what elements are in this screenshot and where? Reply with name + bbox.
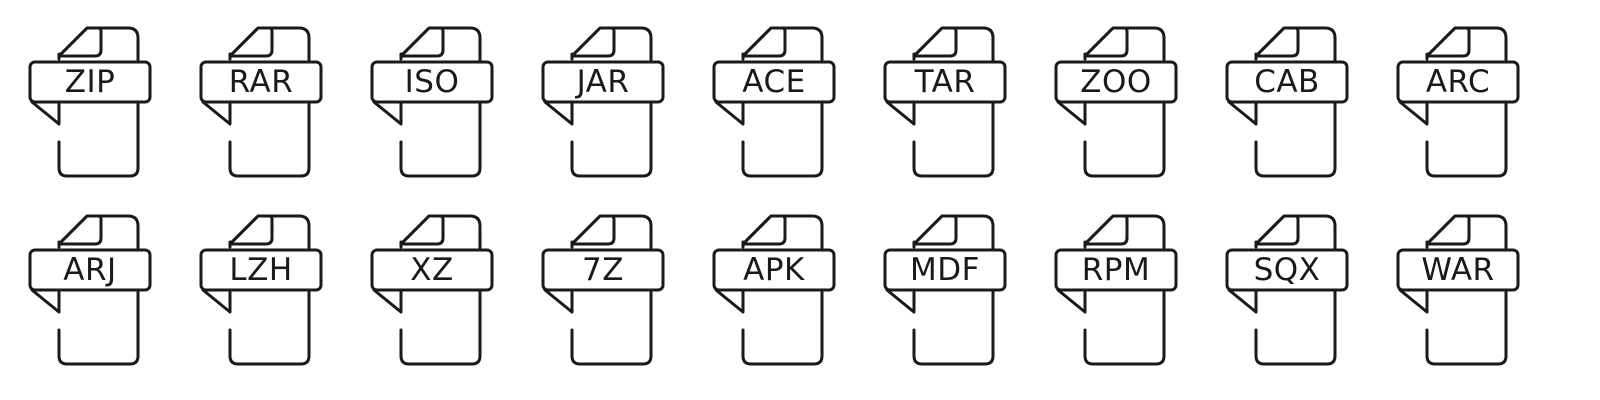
- file-tile-cab: CAB: [1197, 0, 1362, 178]
- file-ace-icon: [712, 26, 836, 178]
- file-arc-icon: [1396, 26, 1520, 178]
- file-tile-zip: ZIP: [0, 0, 165, 178]
- file-mdf-icon: [883, 214, 1007, 366]
- file-type-label: 7Z: [582, 252, 624, 288]
- file-lzh-icon: [199, 214, 323, 366]
- file-type-label: WAR: [1421, 252, 1495, 288]
- file-sqx-icon: [1225, 214, 1349, 366]
- file-tile-rar: RAR: [171, 0, 336, 178]
- file-tile-iso: ISO: [342, 0, 507, 178]
- file-tile-sqx: SQX: [1197, 188, 1362, 366]
- file-tile-war: WAR: [1368, 188, 1533, 366]
- file-tile-arj: ARJ: [0, 188, 165, 366]
- file-type-label: MDF: [910, 252, 980, 288]
- file-type-label: ACE: [742, 64, 806, 100]
- file-zoo-icon: [1054, 26, 1178, 178]
- file-type-label: ISO: [404, 64, 460, 100]
- file-arj-icon: [28, 214, 152, 366]
- file-tile-rpm: RPM: [1026, 188, 1191, 366]
- file-tile-jar: JAR: [513, 0, 678, 178]
- file-war-icon: [1396, 214, 1520, 366]
- file-type-label: ARC: [1425, 64, 1491, 100]
- file-tile-zoo: ZOO: [1026, 0, 1191, 178]
- file-type-label: RAR: [228, 64, 294, 100]
- file-tile-arc: ARC: [1368, 0, 1533, 178]
- file-tile-tar: TAR: [855, 0, 1020, 178]
- file-type-label: APK: [743, 252, 805, 288]
- file-type-label: TAR: [914, 64, 976, 100]
- file-tar-icon: [883, 26, 1007, 178]
- file-type-label: SQX: [1253, 252, 1321, 288]
- file-cab-icon: [1225, 26, 1349, 178]
- file-type-label: ARJ: [63, 252, 117, 288]
- file-type-label: XZ: [410, 252, 454, 288]
- file-tile-apk: APK: [684, 188, 849, 366]
- file-iso-icon: [370, 26, 494, 178]
- file-rar-icon: [199, 26, 323, 178]
- file-type-label: JAR: [576, 64, 630, 100]
- file-xz-icon: [370, 214, 494, 366]
- file-tile-7z: 7Z: [513, 188, 678, 366]
- file-tile-ace: ACE: [684, 0, 849, 178]
- file-zip-icon: [28, 26, 152, 178]
- file-jar-icon: [541, 26, 665, 178]
- file-type-label: RPM: [1081, 252, 1151, 288]
- file-tile-lzh: LZH: [171, 188, 336, 366]
- file-apk-icon: [712, 214, 836, 366]
- file-type-label: LZH: [229, 252, 293, 288]
- file-type-label: CAB: [1254, 64, 1320, 100]
- file-7z-icon: [541, 214, 665, 366]
- file-type-label: ZIP: [64, 64, 116, 100]
- file-tile-xz: XZ: [342, 188, 507, 366]
- file-type-label: ZOO: [1080, 64, 1152, 100]
- file-rpm-icon: [1054, 214, 1178, 366]
- file-tile-mdf: MDF: [855, 188, 1020, 366]
